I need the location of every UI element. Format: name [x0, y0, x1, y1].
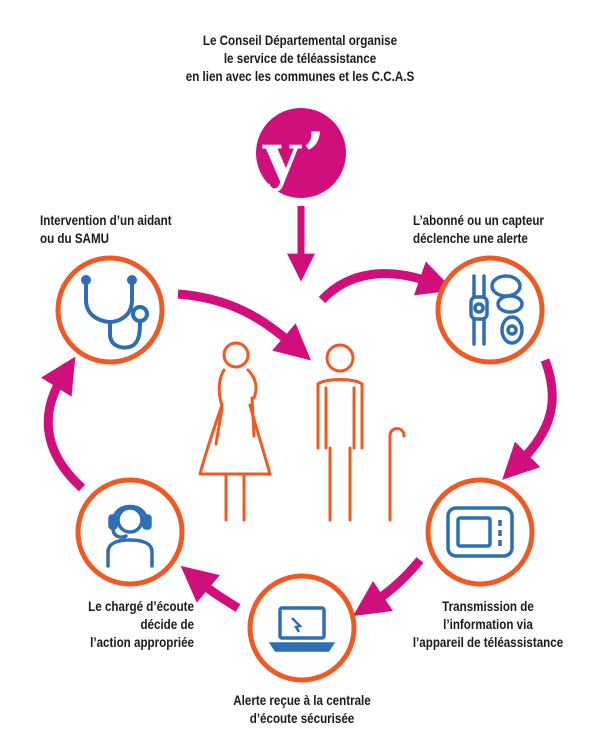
step-circle-intervention: [55, 255, 165, 365]
header-line-1: Le Conseil Départemental organise: [202, 33, 398, 48]
step-circle-reception: [247, 573, 357, 683]
step-label-transmission: Transmission de l’information via l’appa…: [411, 598, 566, 652]
headset-operator-icon: [106, 504, 154, 568]
header-line-3: en lien avec les communes et les C.C.A.S: [185, 69, 415, 84]
alert-line-2: déclenche une alerte: [413, 231, 528, 246]
operator-line-2: décide de: [140, 617, 194, 632]
arrow-alert-to-transmission: [502, 358, 557, 480]
reception-line-1: Alerte reçue à la centrale: [233, 693, 371, 708]
transmission-line-3: l’appareil de téléassistance: [412, 635, 564, 650]
arrow-intervention-to-couple: [177, 289, 312, 361]
stethoscope-icon: [81, 275, 149, 350]
sensor-bracelet-icon: [469, 274, 524, 346]
step-circle-operator: [75, 477, 185, 587]
arrow-operator-to-intervention: [41, 356, 86, 492]
step-circle-transmission: [425, 477, 535, 587]
logo-mark: y’: [262, 119, 325, 194]
reception-line-2: d’écoute sécurisée: [249, 711, 355, 726]
intervention-line-1: Intervention d’un aidant: [40, 213, 172, 228]
header-line-2: le service de téléassistance: [223, 51, 377, 66]
conseil-departemental-logo: y’: [256, 108, 346, 198]
operator-line-3: l’action appropriée: [90, 635, 194, 650]
step-label-operator: Le chargé d’écoute décide de l’action ap…: [62, 598, 194, 652]
step-label-reception: Alerte reçue à la centrale d’écoute sécu…: [207, 692, 396, 728]
step-label-alert: L’abonné ou un capteur déclenche une ale…: [413, 212, 544, 248]
alert-line-1: L’abonné ou un capteur: [413, 213, 544, 228]
header-text: Le Conseil Départemental organise le ser…: [162, 32, 437, 86]
transmission-line-1: Transmission de: [442, 599, 534, 614]
step-label-intervention: Intervention d’un aidant ou du SAMU: [40, 212, 172, 248]
elderly-couple-icon: [198, 341, 406, 522]
laptop-icon: [268, 606, 336, 652]
woman-figure: [198, 341, 272, 522]
man-figure: [316, 343, 406, 522]
transmission-line-2: l’information via: [443, 617, 533, 632]
arrow-reception-to-operator: [180, 565, 241, 612]
intervention-line-2: ou du SAMU: [40, 231, 110, 246]
arrow-couple-to-alert: [318, 261, 454, 304]
operator-line-1: Le chargé d’écoute: [88, 599, 194, 614]
step-circle-alert: [435, 255, 545, 365]
teleassistance-device-icon: [446, 506, 514, 558]
arrow-transmission-to-reception: [353, 557, 424, 616]
cycle-arrows: [41, 206, 557, 616]
